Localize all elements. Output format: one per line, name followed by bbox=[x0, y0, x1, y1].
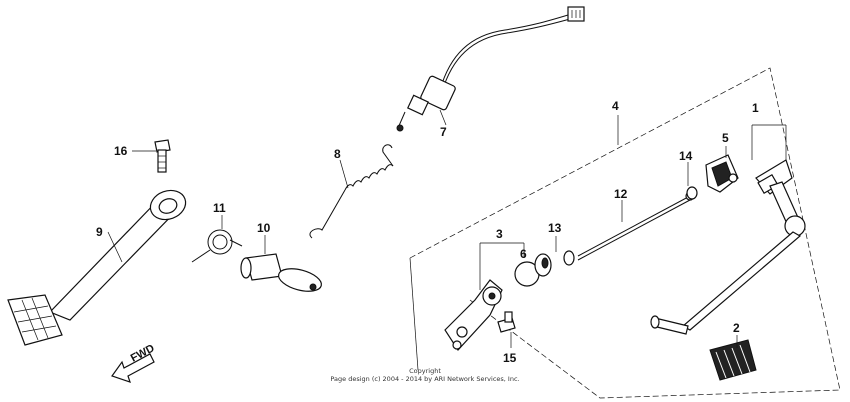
leader-lines bbox=[107, 109, 787, 348]
tie-rod bbox=[577, 191, 695, 261]
stop-switch-assembly bbox=[396, 6, 585, 132]
callout-5: 5 bbox=[722, 131, 729, 145]
copyright-line-1: Copyright bbox=[409, 367, 441, 375]
callout-2: 2 bbox=[733, 321, 740, 335]
shift-pedal-rubber bbox=[709, 339, 757, 381]
brake-arm bbox=[240, 253, 323, 292]
assembly-outline bbox=[409, 67, 841, 399]
callout-3: 3 bbox=[496, 227, 503, 241]
brake-pedal-bolt bbox=[154, 139, 171, 173]
callout-labels: 1 2 3 4 5 6 7 8 9 10 11 12 13 14 15 16 bbox=[96, 99, 759, 365]
brake-pedal bbox=[7, 189, 187, 346]
callout-9: 9 bbox=[96, 225, 103, 239]
callout-10: 10 bbox=[257, 221, 271, 235]
callout-11: 11 bbox=[213, 201, 226, 215]
rod-nut bbox=[563, 186, 698, 266]
callout-15: 15 bbox=[503, 351, 517, 365]
shift-lever bbox=[444, 279, 503, 351]
ball-joint bbox=[514, 253, 552, 287]
callout-13: 13 bbox=[548, 221, 562, 235]
callout-4: 4 bbox=[612, 99, 619, 113]
shift-joint-boot bbox=[705, 154, 739, 193]
lever-bolt bbox=[497, 311, 516, 333]
callout-14: 14 bbox=[679, 149, 693, 163]
copyright-line-2: Page design (c) 2004 - 2014 by ARI Netwo… bbox=[330, 375, 519, 383]
callout-6: 6 bbox=[520, 247, 527, 261]
forward-arrow-icon bbox=[111, 353, 155, 383]
pedal-return-spring bbox=[191, 229, 243, 263]
forward-direction-indicator: FWD bbox=[111, 342, 157, 383]
callout-16: 16 bbox=[114, 144, 128, 158]
copyright-notice: Copyright Page design (c) 2004 - 2014 by… bbox=[330, 367, 519, 383]
callout-12: 12 bbox=[614, 187, 628, 201]
return-spring bbox=[309, 144, 394, 239]
callout-1: 1 bbox=[752, 101, 759, 115]
shift-pedal bbox=[650, 159, 806, 335]
callout-7: 7 bbox=[440, 125, 447, 139]
callout-8: 8 bbox=[334, 147, 341, 161]
